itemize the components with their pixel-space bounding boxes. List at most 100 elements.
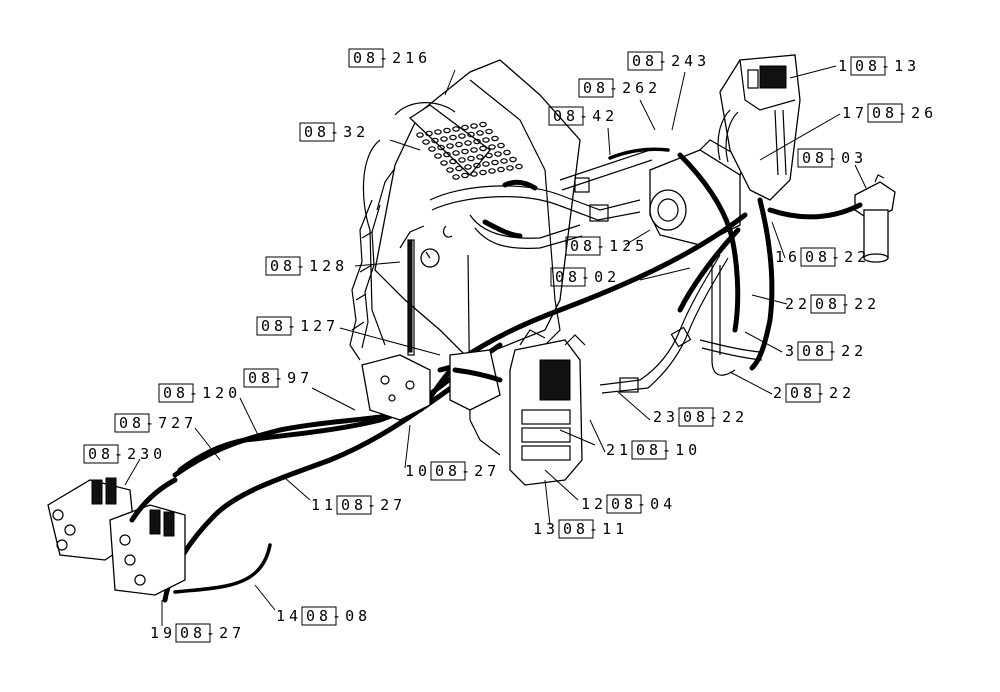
callout-ref-number[interactable]: 08-22 xyxy=(805,248,870,266)
callout-ref-box xyxy=(631,440,667,460)
grille-hole xyxy=(515,163,523,170)
callout-ref-box xyxy=(158,383,194,403)
callout-ref-number[interactable]: 08-97 xyxy=(248,369,313,387)
callout-ref-box xyxy=(797,148,833,168)
callout-ref-number[interactable]: 08-230 xyxy=(88,445,166,463)
grille-hole xyxy=(470,147,478,153)
pilot-valve-upper xyxy=(717,54,801,201)
callout-ref-box xyxy=(256,316,292,336)
callout-item-number: 19 xyxy=(150,624,176,642)
callout-ref-number[interactable]: 08-27 xyxy=(341,496,406,514)
callout-item-number: 12 xyxy=(581,495,607,513)
callout-ref-number[interactable]: 08-11 xyxy=(563,520,628,538)
callout-1: 08-216 xyxy=(348,48,431,68)
grille-hole xyxy=(509,156,517,163)
grille-hole xyxy=(440,136,448,142)
ladder-steps xyxy=(349,199,381,361)
callout-leader xyxy=(759,113,841,161)
callout-leader xyxy=(389,139,421,151)
callout-ref-number[interactable]: 08-125 xyxy=(570,237,648,255)
callout-ref-number[interactable]: 08-120 xyxy=(163,384,241,402)
callout-ref-number[interactable]: 08-22 xyxy=(802,342,867,360)
callout-leader xyxy=(544,479,551,526)
callout-ref-number[interactable]: 08-32 xyxy=(304,123,369,141)
callout-leader xyxy=(639,267,691,281)
callout-ref-number[interactable]: 08-128 xyxy=(270,257,348,275)
grille-hole xyxy=(440,160,448,166)
callout-item-number: 2 xyxy=(773,384,786,402)
tube-runs xyxy=(599,254,763,394)
callout-ref-box xyxy=(348,48,384,68)
callout-ref-number[interactable]: 08-262 xyxy=(583,79,661,97)
callout-ref-number[interactable]: 08-22 xyxy=(683,408,748,426)
callout-ref-number[interactable]: 08-243 xyxy=(632,52,710,70)
grille-hole xyxy=(452,174,460,180)
grille-hole xyxy=(482,161,490,167)
callout-ref-number[interactable]: 08-27 xyxy=(435,462,500,480)
grille-hole xyxy=(455,165,463,172)
callout-ref-box xyxy=(867,103,903,123)
grille-hole xyxy=(497,142,505,149)
callout-ref-box xyxy=(678,407,714,427)
callout-ref-box xyxy=(785,383,821,403)
callout-ref-box xyxy=(430,461,466,481)
grille-hole xyxy=(488,144,496,150)
callout-ref-number[interactable]: 08-03 xyxy=(802,149,867,167)
callout-leader xyxy=(254,584,276,611)
grille-hole xyxy=(485,128,493,135)
callout-ref-number[interactable]: 08-127 xyxy=(261,317,339,335)
grille-hole xyxy=(437,144,445,151)
callout-ref-box xyxy=(265,256,301,276)
callout-2: 08-32 xyxy=(299,122,369,142)
grille-hole xyxy=(446,143,454,149)
callout-item-number: 21 xyxy=(606,441,632,459)
grille-hole xyxy=(461,124,469,131)
callout-leader xyxy=(744,331,783,353)
callout-ref-number[interactable]: 08-22 xyxy=(815,295,880,313)
callout-ref-number[interactable]: 08-13 xyxy=(855,57,920,75)
grille-hole xyxy=(473,138,481,145)
grille-hole xyxy=(452,150,460,156)
callout-ref-number[interactable]: 08-02 xyxy=(555,268,620,286)
callout-leader xyxy=(284,477,311,501)
callout-item-number: 14 xyxy=(276,607,302,625)
callout-ref-number[interactable]: 08-26 xyxy=(872,104,937,122)
callout-leader xyxy=(751,294,788,305)
grille-hole xyxy=(503,149,511,156)
callout-ref-number[interactable]: 08-22 xyxy=(790,384,855,402)
grille-hole xyxy=(434,153,442,159)
callout-ref-box xyxy=(797,341,833,361)
grille-hole xyxy=(461,148,469,155)
callout-leader xyxy=(354,261,401,267)
grille-hole xyxy=(482,137,490,143)
callout-4: 08-262 xyxy=(578,78,661,98)
callout-ref-box xyxy=(243,368,279,388)
leader-lines xyxy=(124,65,867,626)
callout-14: 08-127 xyxy=(256,316,339,336)
grille-hole xyxy=(488,168,496,174)
callout-ref-number[interactable]: 08-27 xyxy=(180,624,245,642)
callout-item-number: 3 xyxy=(785,342,798,360)
callout-ref-number[interactable]: 08-216 xyxy=(353,49,431,67)
grille-hole xyxy=(461,172,469,179)
callout-item-number: 22 xyxy=(785,295,811,313)
callout-ref-number[interactable]: 08-10 xyxy=(636,441,701,459)
grille-hole xyxy=(491,159,499,166)
grille-hole xyxy=(467,131,475,138)
callout-item-number: 13 xyxy=(533,520,559,538)
filter-assembly xyxy=(854,174,896,263)
callout-ref-number[interactable]: 08-727 xyxy=(119,414,197,432)
grille-hole xyxy=(422,139,430,145)
callout-ref-number[interactable]: 08-08 xyxy=(306,607,371,625)
grille-hole xyxy=(431,137,439,144)
callout-ref-number[interactable]: 08-42 xyxy=(553,107,618,125)
callout-ref-number[interactable]: 08-04 xyxy=(611,495,676,513)
